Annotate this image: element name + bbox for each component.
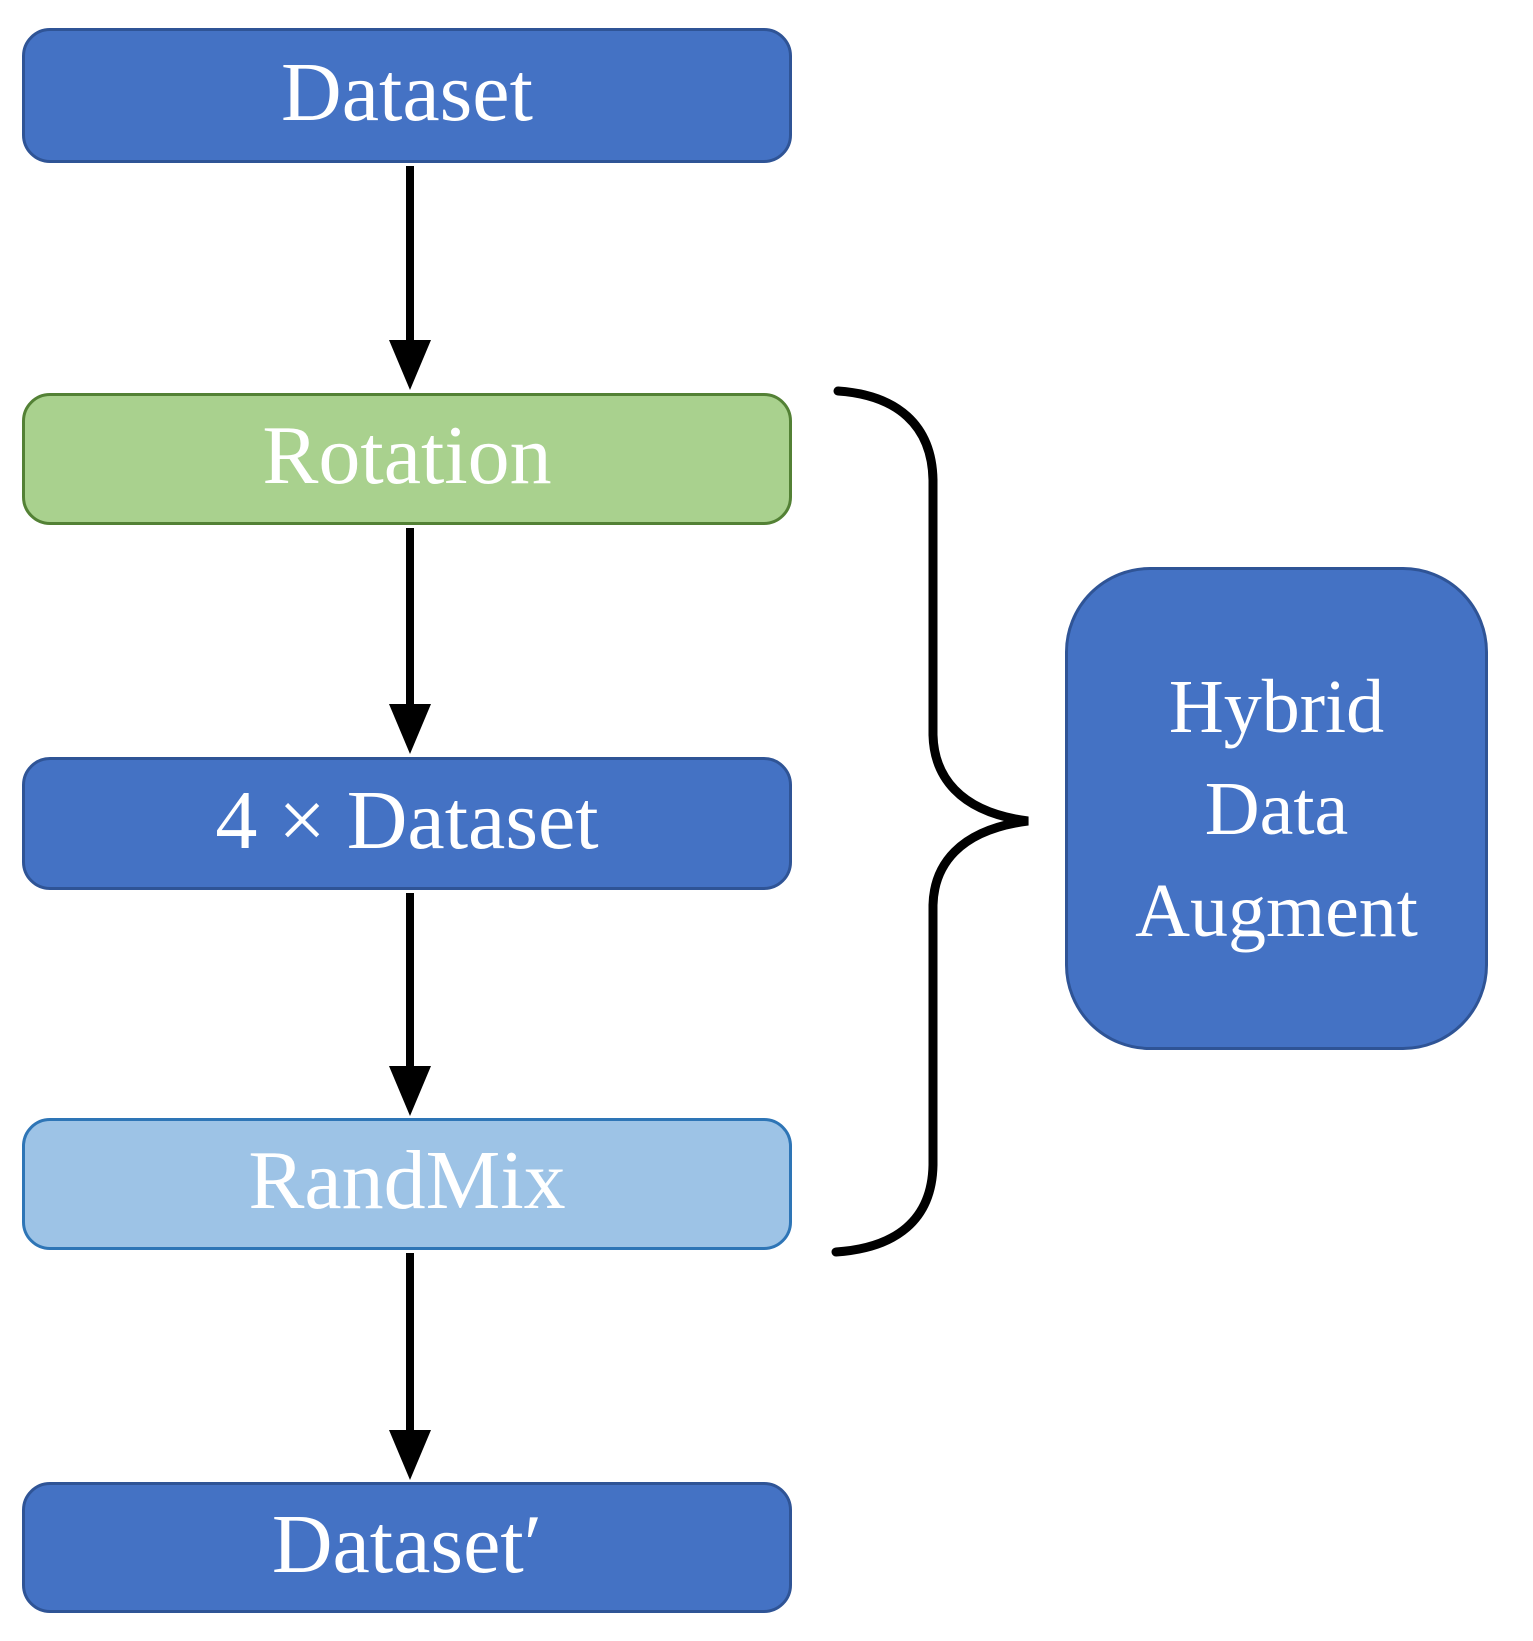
node-randmix: RandMix (22, 1118, 792, 1250)
arrow-head (389, 1430, 431, 1480)
group-label-line: Augment (1135, 868, 1418, 953)
down-arrow-icon (389, 528, 431, 754)
node-label: Dataset′ (271, 1497, 543, 1591)
curly-brace-icon (831, 386, 1029, 1257)
group-label-line: Hybrid (1168, 664, 1385, 749)
node-dataset-prime: Dataset′ (22, 1482, 792, 1613)
node-hybrid-data-augment: Hybrid Data Augment (1065, 567, 1488, 1050)
node-label: Dataset (281, 45, 533, 139)
arrow-head (389, 704, 431, 754)
node-label: RandMix (248, 1134, 566, 1227)
down-arrow-icon (389, 893, 431, 1116)
node-label: Rotation (262, 409, 552, 502)
down-arrow-icon (389, 166, 431, 390)
node-rotation: Rotation (22, 393, 792, 525)
down-arrow-icon (389, 1253, 431, 1480)
arrow-head (389, 340, 431, 390)
arrow-head (389, 1066, 431, 1116)
node-dataset: Dataset (22, 28, 792, 163)
node-4x-dataset: 4 × Dataset (22, 757, 792, 890)
group-label-line: Data (1204, 766, 1349, 851)
node-label: 4 × Dataset (215, 773, 599, 867)
